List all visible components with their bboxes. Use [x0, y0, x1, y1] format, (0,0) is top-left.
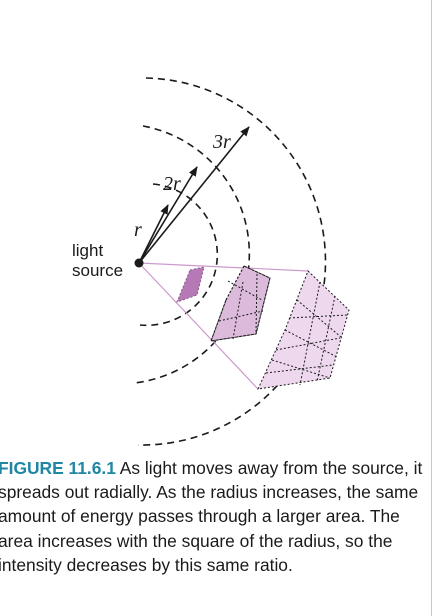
area-patch-r [176, 266, 205, 303]
radius-label-3r: 3r [212, 131, 231, 153]
ray-lower [138, 262, 259, 390]
radius-label-r: r [134, 219, 142, 241]
wavefront-arc-2r [133, 125, 251, 384]
light-source-label-line1: light [72, 241, 103, 260]
wavefront-arc-3r [137, 77, 327, 446]
ray-upper [138, 262, 309, 272]
arrow-3r [138, 126, 250, 264]
radius-arrows [138, 126, 250, 264]
wavefront-arc-r [139, 183, 219, 327]
figure-caption: FIGURE 11.6.1 As light moves away from t… [0, 456, 428, 577]
figure-caption-text: As light moves away from the source, it … [0, 458, 423, 575]
light-source-dot [134, 258, 144, 268]
wavefront-arcs [133, 77, 327, 446]
arrow-r [138, 204, 169, 264]
figure-label: FIGURE 11.6.1 [0, 458, 116, 478]
area-patch-2r [210, 265, 271, 342]
light-spreading-diagram: r 2r 3r light source [72, 77, 350, 446]
light-source-label-line2: source [72, 261, 123, 280]
arrow-2r [138, 166, 198, 264]
light-cone-rays [138, 262, 309, 390]
radius-label-2r: 2r [163, 173, 181, 195]
area-patch-3r [257, 270, 350, 390]
